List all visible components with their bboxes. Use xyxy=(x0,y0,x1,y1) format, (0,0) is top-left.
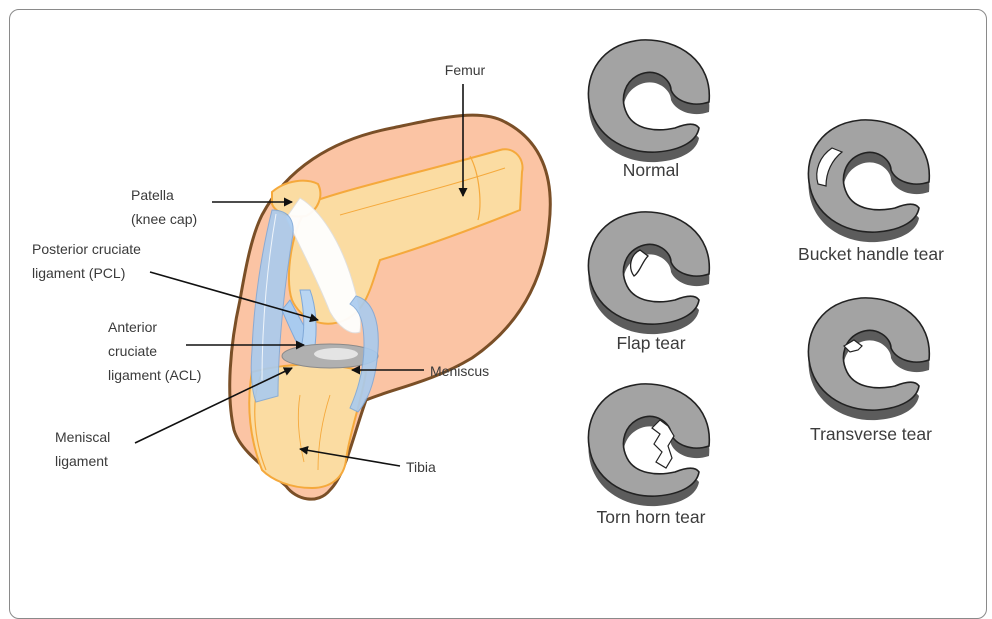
acl-label-line1: Anterior xyxy=(108,319,157,335)
acl-label-line3: ligament (ACL) xyxy=(108,367,201,383)
normal-label: Normal xyxy=(623,160,679,180)
flap-tear-label: Flap tear xyxy=(616,333,685,353)
meniscal-ligament-label-line2: ligament xyxy=(55,453,108,469)
femur-label: Femur xyxy=(445,62,486,78)
meniscal-ligament-label-line1: Meniscal xyxy=(55,429,110,445)
bucket-handle-tear-label: Bucket handle tear xyxy=(798,244,944,264)
patella-label-line2: (knee cap) xyxy=(131,211,197,227)
meniscus-flap-tear: Flap tear xyxy=(588,212,709,353)
meniscus-bucket-handle-tear: Bucket handle tear xyxy=(798,120,944,264)
meniscus-normal: Normal xyxy=(588,40,709,180)
patella-label-line1: Patella xyxy=(131,187,174,203)
torn-horn-tear-label: Torn horn tear xyxy=(597,507,706,527)
pcl-label-line1: Posterior cruciate xyxy=(32,241,141,257)
pcl-label-line2: ligament (PCL) xyxy=(32,265,125,281)
meniscus-transverse-tear: Transverse tear xyxy=(808,298,932,444)
acl-label-line2: cruciate xyxy=(108,343,157,359)
meniscus-torn-horn-tear: Torn horn tear xyxy=(588,384,709,527)
meniscus-label: Meniscus xyxy=(430,363,489,379)
tibia-label: Tibia xyxy=(406,459,436,475)
tear-types: Normal Flap tear Torn horn tear Bucket h… xyxy=(588,40,944,527)
transverse-tear-label: Transverse tear xyxy=(810,424,932,444)
knee-illustration: Femur Patella (knee cap) Posterior cruci… xyxy=(32,62,550,499)
